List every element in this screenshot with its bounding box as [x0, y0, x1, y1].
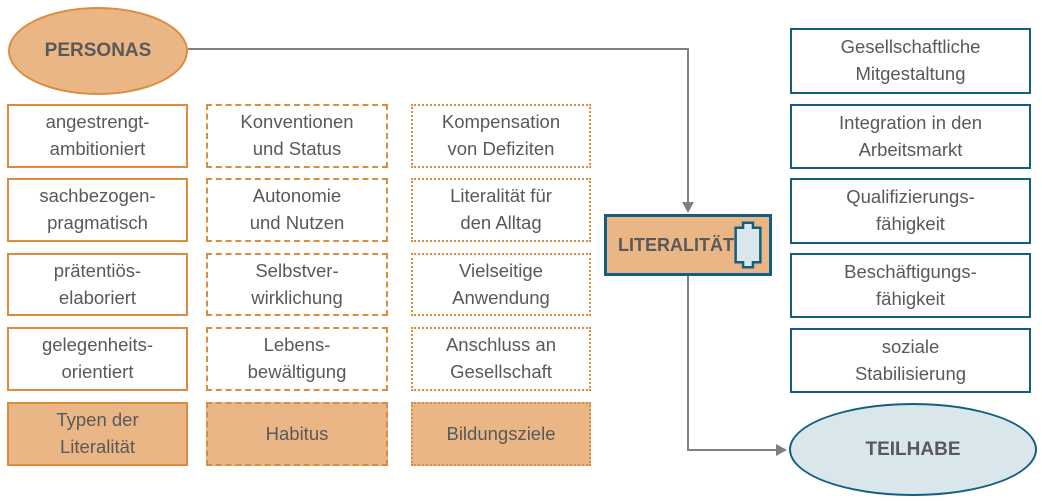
- goal-box-anschluss-an-gesellschaft: Anschluss an Gesellschaft: [411, 327, 591, 391]
- teilhabe-ellipse: TEILHABE: [789, 403, 1037, 496]
- outcome-box-beschaeftigungsfaehigkeit: Beschäftigungs- fähigkeit: [790, 253, 1031, 318]
- goal-box-literalitaet-fuer-den-alltag: Literalität für den Alltag: [411, 178, 591, 242]
- goal-box-kompensation-von-defiziten: Kompensation von Defiziten: [411, 104, 591, 168]
- connector-literalitaet-to-teilhabe: [687, 276, 777, 451]
- scroll-icon: [734, 221, 762, 269]
- arrowhead-down-icon: [682, 202, 694, 213]
- column-footer-habitus: Habitus: [206, 402, 388, 466]
- literalitaet-box: LITERALITÄT: [604, 214, 772, 276]
- outcome-box-gesellschaftliche-mitgestaltung: Gesellschaftliche Mitgestaltung: [790, 28, 1031, 94]
- arrowhead-right-icon: [776, 444, 787, 456]
- goal-box-vielseitige-anwendung: Vielseitige Anwendung: [411, 253, 591, 316]
- outcome-box-integration-in-den-arbeitsmarkt: Integration in den Arbeitsmarkt: [790, 104, 1031, 169]
- personas-ellipse: PERSONAS: [8, 7, 188, 95]
- habitus-box-konventionen-und-status: Konventionen und Status: [206, 104, 388, 168]
- personas-label: PERSONAS: [44, 40, 152, 61]
- outcome-box-soziale-stabilisierung: soziale Stabilisierung: [790, 328, 1031, 393]
- habitus-box-autonomie-und-nutzen: Autonomie und Nutzen: [206, 178, 388, 242]
- type-box-angestrengt-ambitioniert: angestrengt- ambitioniert: [7, 104, 188, 168]
- habitus-box-lebensbewaeltigung: Lebens- bewältigung: [206, 327, 388, 391]
- type-box-praetentioes-elaboriert: prätentiös- elaboriert: [7, 253, 188, 316]
- literalitaet-label: LITERALITÄT: [618, 234, 734, 255]
- type-box-sachbezogen-pragmatisch: sachbezogen- pragmatisch: [7, 178, 188, 242]
- column-footer-typen-der-literalitaet: Typen der Literalität: [7, 402, 188, 466]
- teilhabe-label: TEILHABE: [865, 438, 961, 460]
- type-box-gelegenheits-orientiert: gelegenheits- orientiert: [7, 327, 188, 391]
- habitus-box-selbstverwirklichung: Selbstver- wirklichung: [206, 253, 388, 316]
- column-footer-bildungsziele: Bildungsziele: [411, 402, 591, 466]
- outcome-box-qualifizierungsfaehigkeit: Qualifizierungs- fähigkeit: [790, 178, 1031, 244]
